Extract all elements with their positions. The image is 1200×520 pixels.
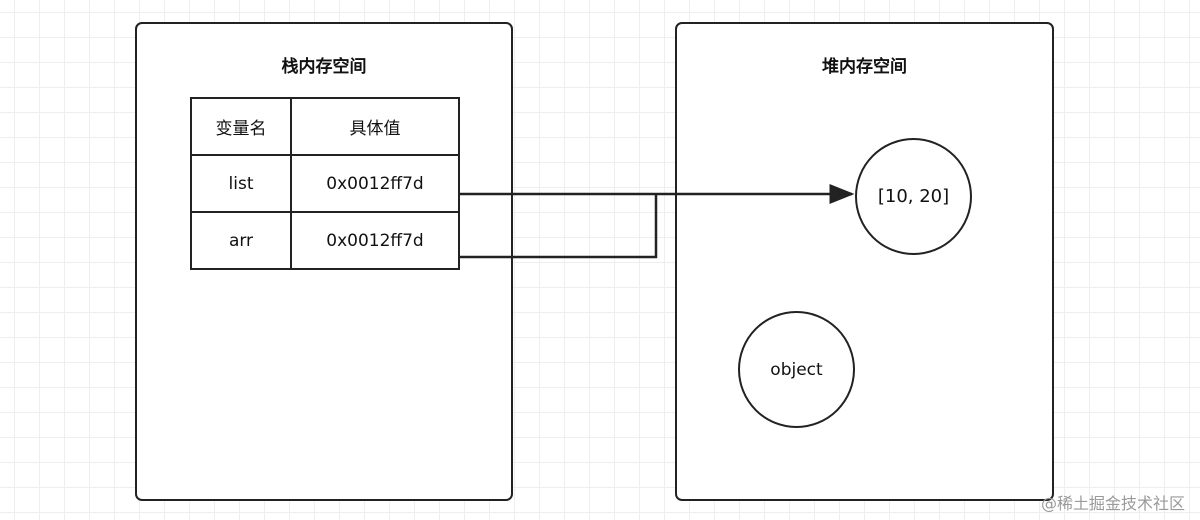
header-value: 具体值	[290, 97, 460, 156]
table-header-row: 变量名 具体值	[190, 97, 460, 156]
table-row: arr 0x0012ff7d	[190, 211, 460, 270]
variable-value-list: 0x0012ff7d	[290, 154, 460, 213]
array-node-label: [10, 20]	[877, 186, 950, 207]
heap-panel-title: 堆内存空间	[822, 57, 907, 77]
object-node-label: object	[770, 359, 823, 380]
array-object-node: [10, 20]	[855, 138, 972, 255]
header-variable-name: 变量名	[190, 97, 292, 156]
watermark: @稀土掘金技术社区	[1040, 494, 1185, 513]
variable-value-arr: 0x0012ff7d	[290, 211, 460, 270]
object-node: object	[738, 311, 855, 428]
variable-name-arr: arr	[190, 211, 292, 270]
table-row: list 0x0012ff7d	[190, 154, 460, 213]
variable-name-list: list	[190, 154, 292, 213]
heap-memory-panel: 堆内存空间	[675, 22, 1054, 501]
stack-panel-title: 栈内存空间	[281, 57, 367, 77]
variable-table: 变量名 具体值 list 0x0012ff7d arr 0x0012ff7d	[190, 97, 460, 270]
